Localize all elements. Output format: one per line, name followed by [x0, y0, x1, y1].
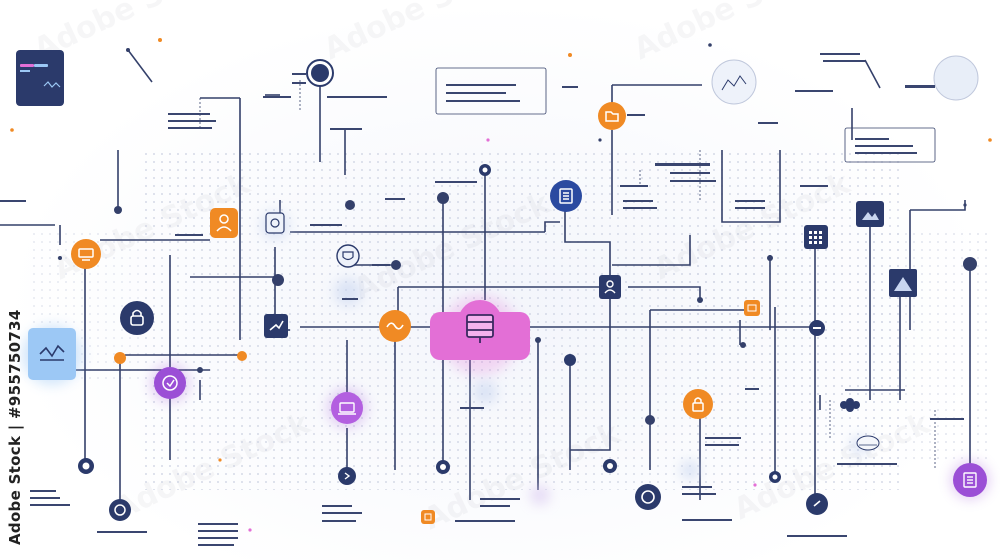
image-icon	[862, 212, 879, 220]
user-icon	[604, 280, 616, 294]
orange-small-card-2[interactable]	[421, 510, 435, 524]
monitor-icon	[78, 248, 94, 261]
endpoint-node	[436, 460, 450, 474]
list-icon	[963, 472, 977, 488]
server-icon	[466, 314, 494, 343]
endpoint-node	[78, 458, 94, 474]
navy-image-node[interactable]	[856, 201, 884, 227]
card-icon	[424, 513, 432, 521]
endpoint-node	[635, 484, 661, 510]
shield-icon	[342, 251, 354, 261]
navy-lock-node[interactable]	[120, 301, 154, 335]
navy-image-node-2[interactable]	[889, 269, 917, 297]
lock-icon	[130, 309, 144, 326]
endpoint-node	[809, 320, 825, 336]
endpoint-node	[237, 351, 247, 361]
endpoint-node	[114, 352, 126, 364]
light-clock-node[interactable]	[265, 212, 285, 234]
orange-monitor-node[interactable]	[71, 239, 101, 269]
cluster-icon	[840, 398, 860, 412]
central-hub[interactable]	[430, 300, 530, 360]
ghost-chart-circle	[711, 59, 757, 105]
pulse-icon	[386, 322, 404, 330]
orange-lock-node[interactable]	[683, 389, 713, 419]
navy-grid-node[interactable]	[804, 225, 828, 249]
navy-user-square-node[interactable]	[599, 275, 621, 299]
line-chart-icon	[39, 344, 65, 361]
light-disc-node[interactable]	[856, 435, 880, 451]
orange-pulse-node[interactable]	[379, 310, 411, 342]
user-icon	[216, 214, 232, 232]
endpoint-node	[338, 467, 356, 485]
endpoint-node	[109, 499, 131, 521]
purple-laptop-node[interactable]	[331, 392, 363, 424]
card-icon	[747, 304, 757, 312]
lock-icon	[692, 397, 704, 412]
document-icon	[559, 188, 573, 204]
image-icon	[894, 277, 912, 291]
watermark-side-text: Adobe Stock | #955750734	[6, 309, 24, 545]
watermark-tile: Adobe Stock	[319, 0, 527, 67]
folder-icon	[605, 111, 619, 122]
endpoint-node	[603, 459, 617, 473]
circle-icon	[311, 64, 329, 82]
mini-card-node[interactable]	[16, 50, 64, 106]
orange-user-node[interactable]	[210, 208, 238, 238]
endpoint-node	[479, 164, 491, 176]
cluster-icon-node[interactable]	[840, 398, 860, 412]
light-blue-chart-node[interactable]	[28, 328, 76, 380]
tool-icon	[269, 320, 284, 331]
light-shield-node[interactable]	[336, 244, 360, 268]
text-callouts	[0, 53, 964, 546]
laptop-icon	[338, 402, 356, 415]
callout-lines	[199, 80, 936, 470]
decor-dots	[10, 38, 992, 532]
check-icon	[162, 375, 178, 391]
grid-icon	[809, 231, 822, 244]
navy-circle-node[interactable]	[306, 59, 334, 87]
purple-check-node[interactable]	[154, 367, 186, 399]
navy-document-node[interactable]	[550, 180, 582, 212]
orange-small-card[interactable]	[744, 300, 760, 316]
endpoint-node	[806, 493, 828, 515]
endpoint-nodes[interactable]	[78, 164, 828, 521]
clock-icon	[270, 218, 280, 228]
endpoint-node	[564, 354, 576, 366]
endpoint-node	[769, 471, 781, 483]
purple-list-node[interactable]	[953, 463, 987, 497]
ghost-cloud-circle	[933, 55, 979, 101]
watermark-tile: Adobe Stock	[629, 0, 837, 67]
navy-tool-node[interactable]	[264, 314, 288, 338]
orange-folder-node[interactable]	[598, 102, 626, 130]
